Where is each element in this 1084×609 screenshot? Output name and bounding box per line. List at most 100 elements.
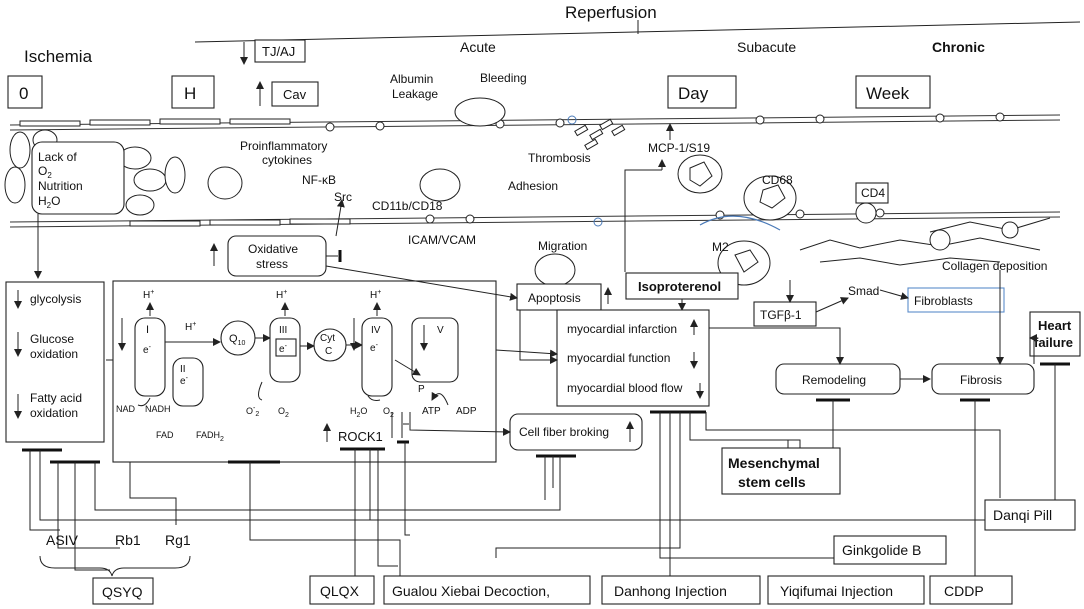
isoproterenol-box: Isoproterenol — [625, 272, 739, 311]
fatty-label: Fatty acid — [30, 391, 82, 405]
proinflammatory-label: Proinflammatory — [240, 139, 327, 153]
rb1-label: Rb1 — [115, 532, 141, 548]
complex-iii-label: III — [279, 325, 287, 336]
fibrosis-box: Fibrosis — [931, 363, 1035, 395]
svg-text:e-: e- — [180, 375, 189, 387]
mbf-label: myocardial blood flow — [567, 381, 683, 395]
yiqifumai-label: Yiqifumai Injection — [780, 583, 893, 599]
svg-text:e-: e- — [279, 343, 288, 355]
atp-label: ATP — [422, 406, 441, 417]
q10-label: Q10 — [229, 333, 245, 347]
svg-text:e-: e- — [143, 344, 152, 356]
isoproterenol-label: Isoproterenol — [638, 279, 721, 294]
albumin-label: Albumin — [390, 72, 433, 86]
glycolysis-label: glycolysis — [30, 292, 81, 306]
complex-ii-label: II — [180, 364, 186, 375]
msc-line2: stem cells — [738, 474, 806, 490]
complex-i-label: I — [146, 324, 149, 336]
heart-failure-line1: Heart — [1038, 318, 1072, 333]
svg-text:H+: H+ — [276, 289, 287, 301]
time-label-week: Week — [866, 84, 910, 103]
cytokines-label: cytokines — [262, 153, 312, 167]
p-label: P — [418, 384, 425, 395]
time-label-0: 0 — [19, 84, 28, 103]
herb-brace — [39, 555, 191, 577]
complex-iv-label: IV — [371, 325, 381, 336]
ischemia-label: Ischemia — [24, 47, 93, 66]
bleeding-label: Bleeding — [480, 71, 527, 85]
time-box-week — [855, 75, 931, 109]
svg-text:e-: e- — [370, 342, 379, 354]
mi-label: myocardial infarction — [567, 322, 677, 336]
cell-fiber-label: Cell fiber broking — [519, 425, 609, 439]
cyt-c-label: C — [325, 346, 332, 357]
time-box-0 — [7, 75, 43, 109]
timeline-header: Reperfusion Ischemia Acute Subacute Chro… — [24, 3, 1081, 66]
metabolism-box: glycolysis Glucose oxidation Fatty acid … — [5, 281, 105, 443]
time-box-h — [171, 75, 215, 109]
oxidative-line2: stress — [256, 257, 288, 271]
nad-label: NAD — [116, 404, 136, 414]
leakage-label: Leakage — [392, 87, 438, 101]
subacute-label: Subacute — [737, 39, 796, 55]
qlqx-label: QLQX — [320, 583, 360, 599]
time-markers: 0 H Day Week — [7, 75, 931, 109]
cav-label: Cav — [283, 87, 307, 102]
gualou-label: Gualou Xiebai Decoction, — [392, 583, 550, 599]
rg1-label: Rg1 — [165, 532, 191, 548]
lack-h2o: H2O — [38, 194, 60, 210]
drug-lines — [29, 364, 1056, 578]
cav-box — [271, 81, 319, 107]
gualou-box — [383, 575, 591, 605]
danhong-box — [601, 575, 761, 605]
danhong-label: Danhong Injection — [614, 583, 727, 599]
qsyq-label: QSYQ — [102, 584, 143, 600]
fibroblasts-label: Fibroblasts — [914, 294, 973, 308]
cd4-label: CD4 — [861, 186, 885, 200]
drugs: ASIV Rb1 Rg1 QSYQ QLQX Gualou Xiebai Dec… — [39, 499, 1076, 605]
src-label: Src — [334, 190, 352, 204]
time-label-h: H — [184, 84, 196, 103]
glucose-label: Glucose — [30, 332, 74, 346]
cddp-label: CDDP — [944, 583, 984, 599]
adp-label: ADP — [456, 406, 477, 417]
tj-aj-box — [254, 39, 306, 63]
thrombosis-label: Thrombosis — [528, 151, 591, 165]
smad-label: Smad — [848, 284, 879, 298]
acute-label: Acute — [460, 39, 496, 55]
mf-label: myocardial function — [567, 351, 670, 365]
cd4-box — [855, 182, 889, 204]
ginkgolide-label: Ginkgolide B — [842, 542, 921, 558]
oxidative-stress-box: Oxidative stress — [210, 199, 345, 277]
adhesion-label: Adhesion — [508, 179, 558, 193]
h2o-label: H2O — [350, 406, 367, 419]
fadh2-label: FADH2 — [196, 430, 224, 443]
cd11b-label: CD11b/CD18 — [372, 199, 443, 213]
mitochondria-box: I e- H+ II e- H+ Q10 III e- H+ Cyt C IV … — [112, 280, 497, 464]
fad-label: FAD — [156, 430, 174, 440]
superoxide-label: O-2 — [246, 405, 259, 418]
o2-label-1: O2 — [278, 406, 289, 419]
tgfb-label: TGFβ-1 — [760, 308, 802, 322]
svg-text:H+: H+ — [143, 289, 154, 301]
heart-failure-box: Heart failure — [1029, 311, 1081, 357]
mcp-label: MCP-1/S19 — [648, 141, 710, 155]
oxidative-line1: Oxidative — [248, 242, 298, 256]
apoptosis-box: Apoptosis — [516, 283, 612, 311]
cddp-box — [929, 575, 1013, 605]
m2-label: M2 — [712, 240, 729, 254]
ginkgolide-box — [833, 535, 947, 565]
connectors — [106, 159, 1037, 436]
reperfusion-label: Reperfusion — [565, 3, 657, 22]
time-box-day — [667, 75, 737, 109]
myocardial-box: myocardial infarction myocardial functio… — [556, 309, 710, 407]
tgfb-box: TGFβ-1 Smad Fibroblasts — [753, 284, 1005, 327]
tj-aj-label: TJ/AJ — [262, 44, 295, 59]
cd68-label: CD68 — [762, 173, 793, 187]
lack-nutrition: Nutrition — [38, 179, 83, 193]
remodeling-box: Remodeling — [775, 363, 931, 395]
nfkb-label: NF-κB — [302, 173, 336, 187]
vessel-labels: TJ/AJ Cav Albumin Leakage Bleeding Proin… — [240, 39, 1047, 273]
glucose-oxidation-label: oxidation — [30, 347, 78, 361]
